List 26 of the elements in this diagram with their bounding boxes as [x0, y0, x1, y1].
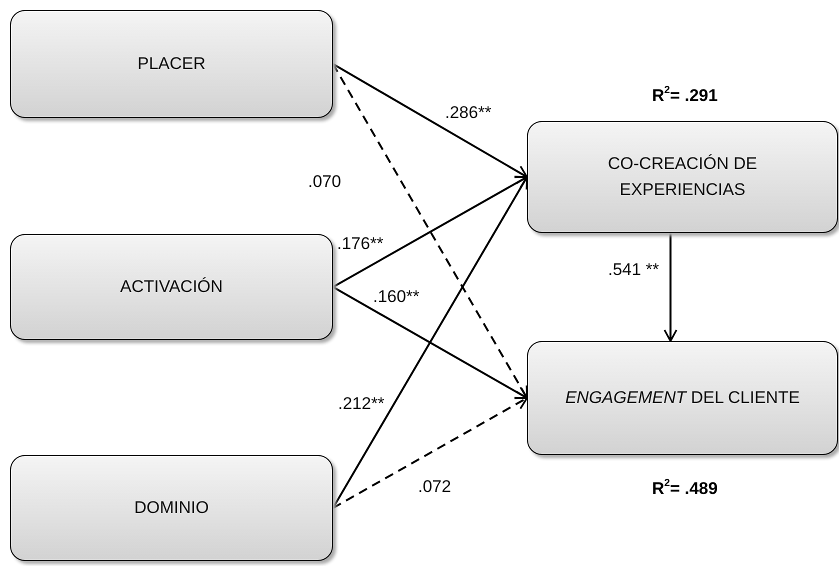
path-arrow	[332, 176, 528, 508]
construct-label: PLACER	[136, 52, 207, 75]
construct-box	[527, 341, 838, 455]
construct-box	[10, 455, 333, 561]
path-arrow	[332, 64, 528, 399]
r-squared-label: R$^{2}$= .489	[652, 479, 718, 499]
edge-label: .160**	[373, 287, 420, 307]
edge-label: .176**	[337, 234, 384, 254]
edge-label: .286**	[445, 103, 492, 123]
edge-label: .541 **	[608, 260, 660, 280]
path-arrow	[664, 233, 678, 342]
edge-label: .070	[308, 172, 342, 192]
edge-label: .212**	[338, 394, 384, 414]
construct-box	[10, 234, 333, 340]
construct-label: CO-CREACIÓN DE EXPERIENCIAS	[606, 152, 758, 201]
path-arrow	[332, 176, 528, 288]
construct-label: ACTIVACIÓN	[119, 276, 224, 298]
path-arrow	[332, 286, 528, 399]
r-squared-label: R$^{2}$= .291	[652, 86, 718, 106]
construct-box	[527, 121, 838, 233]
path-arrow	[332, 63, 528, 178]
path-arrow	[332, 397, 528, 509]
construct-label: ENGAGEMENT DEL CLIENTE	[564, 386, 801, 409]
edge-label: .072	[418, 477, 452, 497]
construct-box	[10, 10, 333, 118]
construct-label: DOMINIO	[133, 496, 210, 519]
